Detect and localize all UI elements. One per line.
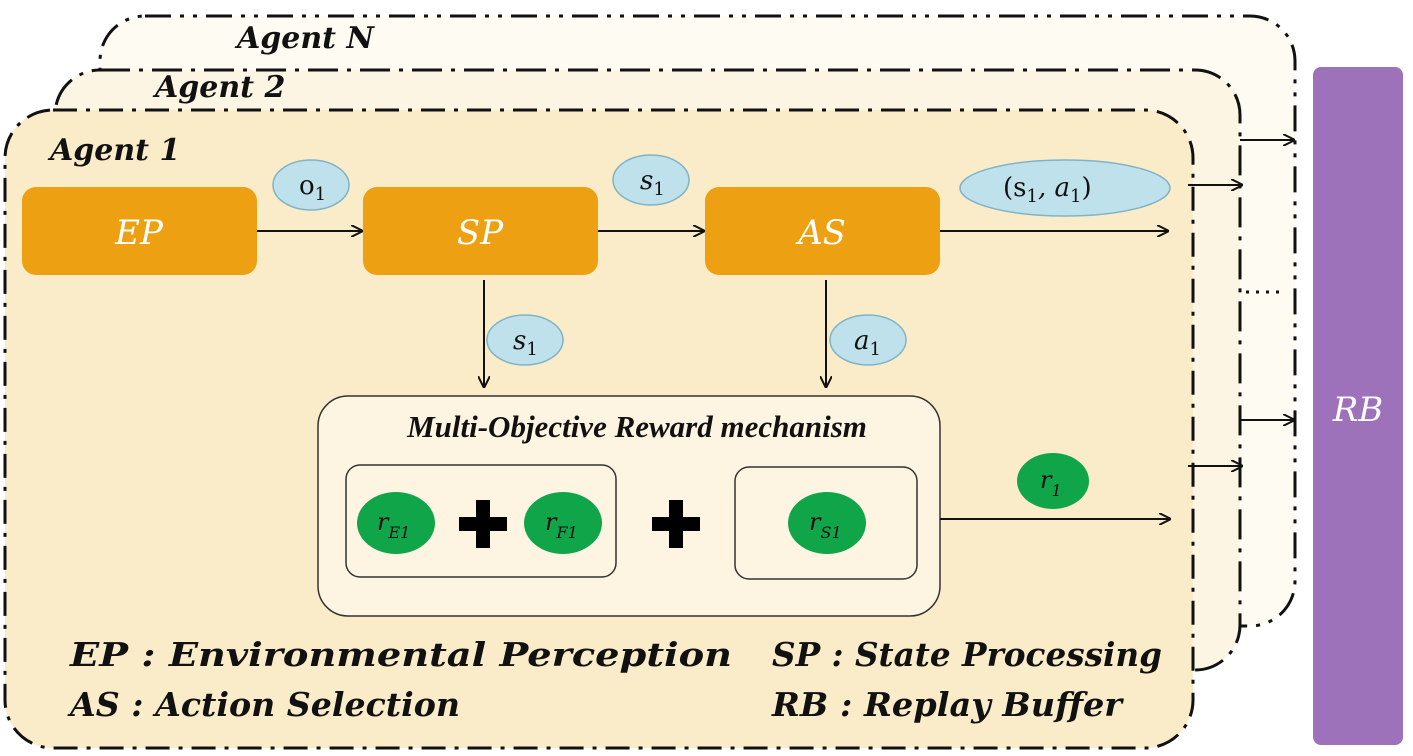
agent-1-label: Agent 1 [47, 133, 180, 168]
s1-token-top [612, 154, 690, 206]
reward-s1-node [788, 492, 866, 554]
reward-mechanism-title: Multi-Objective Reward mechanism [406, 409, 867, 444]
r1-node [1017, 453, 1089, 509]
sp-box [363, 187, 598, 275]
ep-box [22, 187, 257, 275]
reward-f1-label: rF1 [545, 508, 578, 542]
sa-pair-token [959, 159, 1171, 217]
replay-buffer [1313, 67, 1403, 745]
legend-sp: SP : State Processing [772, 635, 1162, 674]
s1-token-top-label: s1 [640, 166, 665, 200]
reward-e1-node [357, 492, 435, 554]
reward-f1-node [524, 492, 602, 554]
legend-ep: EP : Environmental Perception [69, 635, 732, 674]
a1-token-down-label: a1 [854, 326, 881, 360]
ep-box-label: EP [114, 213, 164, 253]
plus-icon-vertical [669, 500, 683, 548]
s1-token-down-label: s1 [513, 326, 538, 360]
sa-pair-token-label: (s1, a1) [1003, 173, 1092, 207]
legend-rb: RB : Replay Buffer [771, 685, 1125, 724]
plus-icon-vertical [476, 500, 490, 548]
replay-buffer-label: RB [1332, 390, 1384, 430]
agent-2-label: Agent 2 [152, 70, 285, 105]
s1-token-down [486, 314, 564, 366]
legend-as: AS : Action Selection [67, 685, 460, 724]
reward-e1-label: rE1 [377, 508, 410, 542]
a1-token-down [829, 314, 907, 366]
as-box-label: AS [795, 213, 846, 253]
r1-label: r1 [1040, 466, 1062, 500]
agent-n-label: Agent N [234, 21, 375, 56]
as-box [705, 187, 940, 275]
sp-box-label: SP [457, 213, 504, 253]
o1-token-label: o1 [299, 171, 326, 205]
reward-s1-label: rS1 [809, 508, 842, 542]
o1-token [272, 159, 350, 211]
